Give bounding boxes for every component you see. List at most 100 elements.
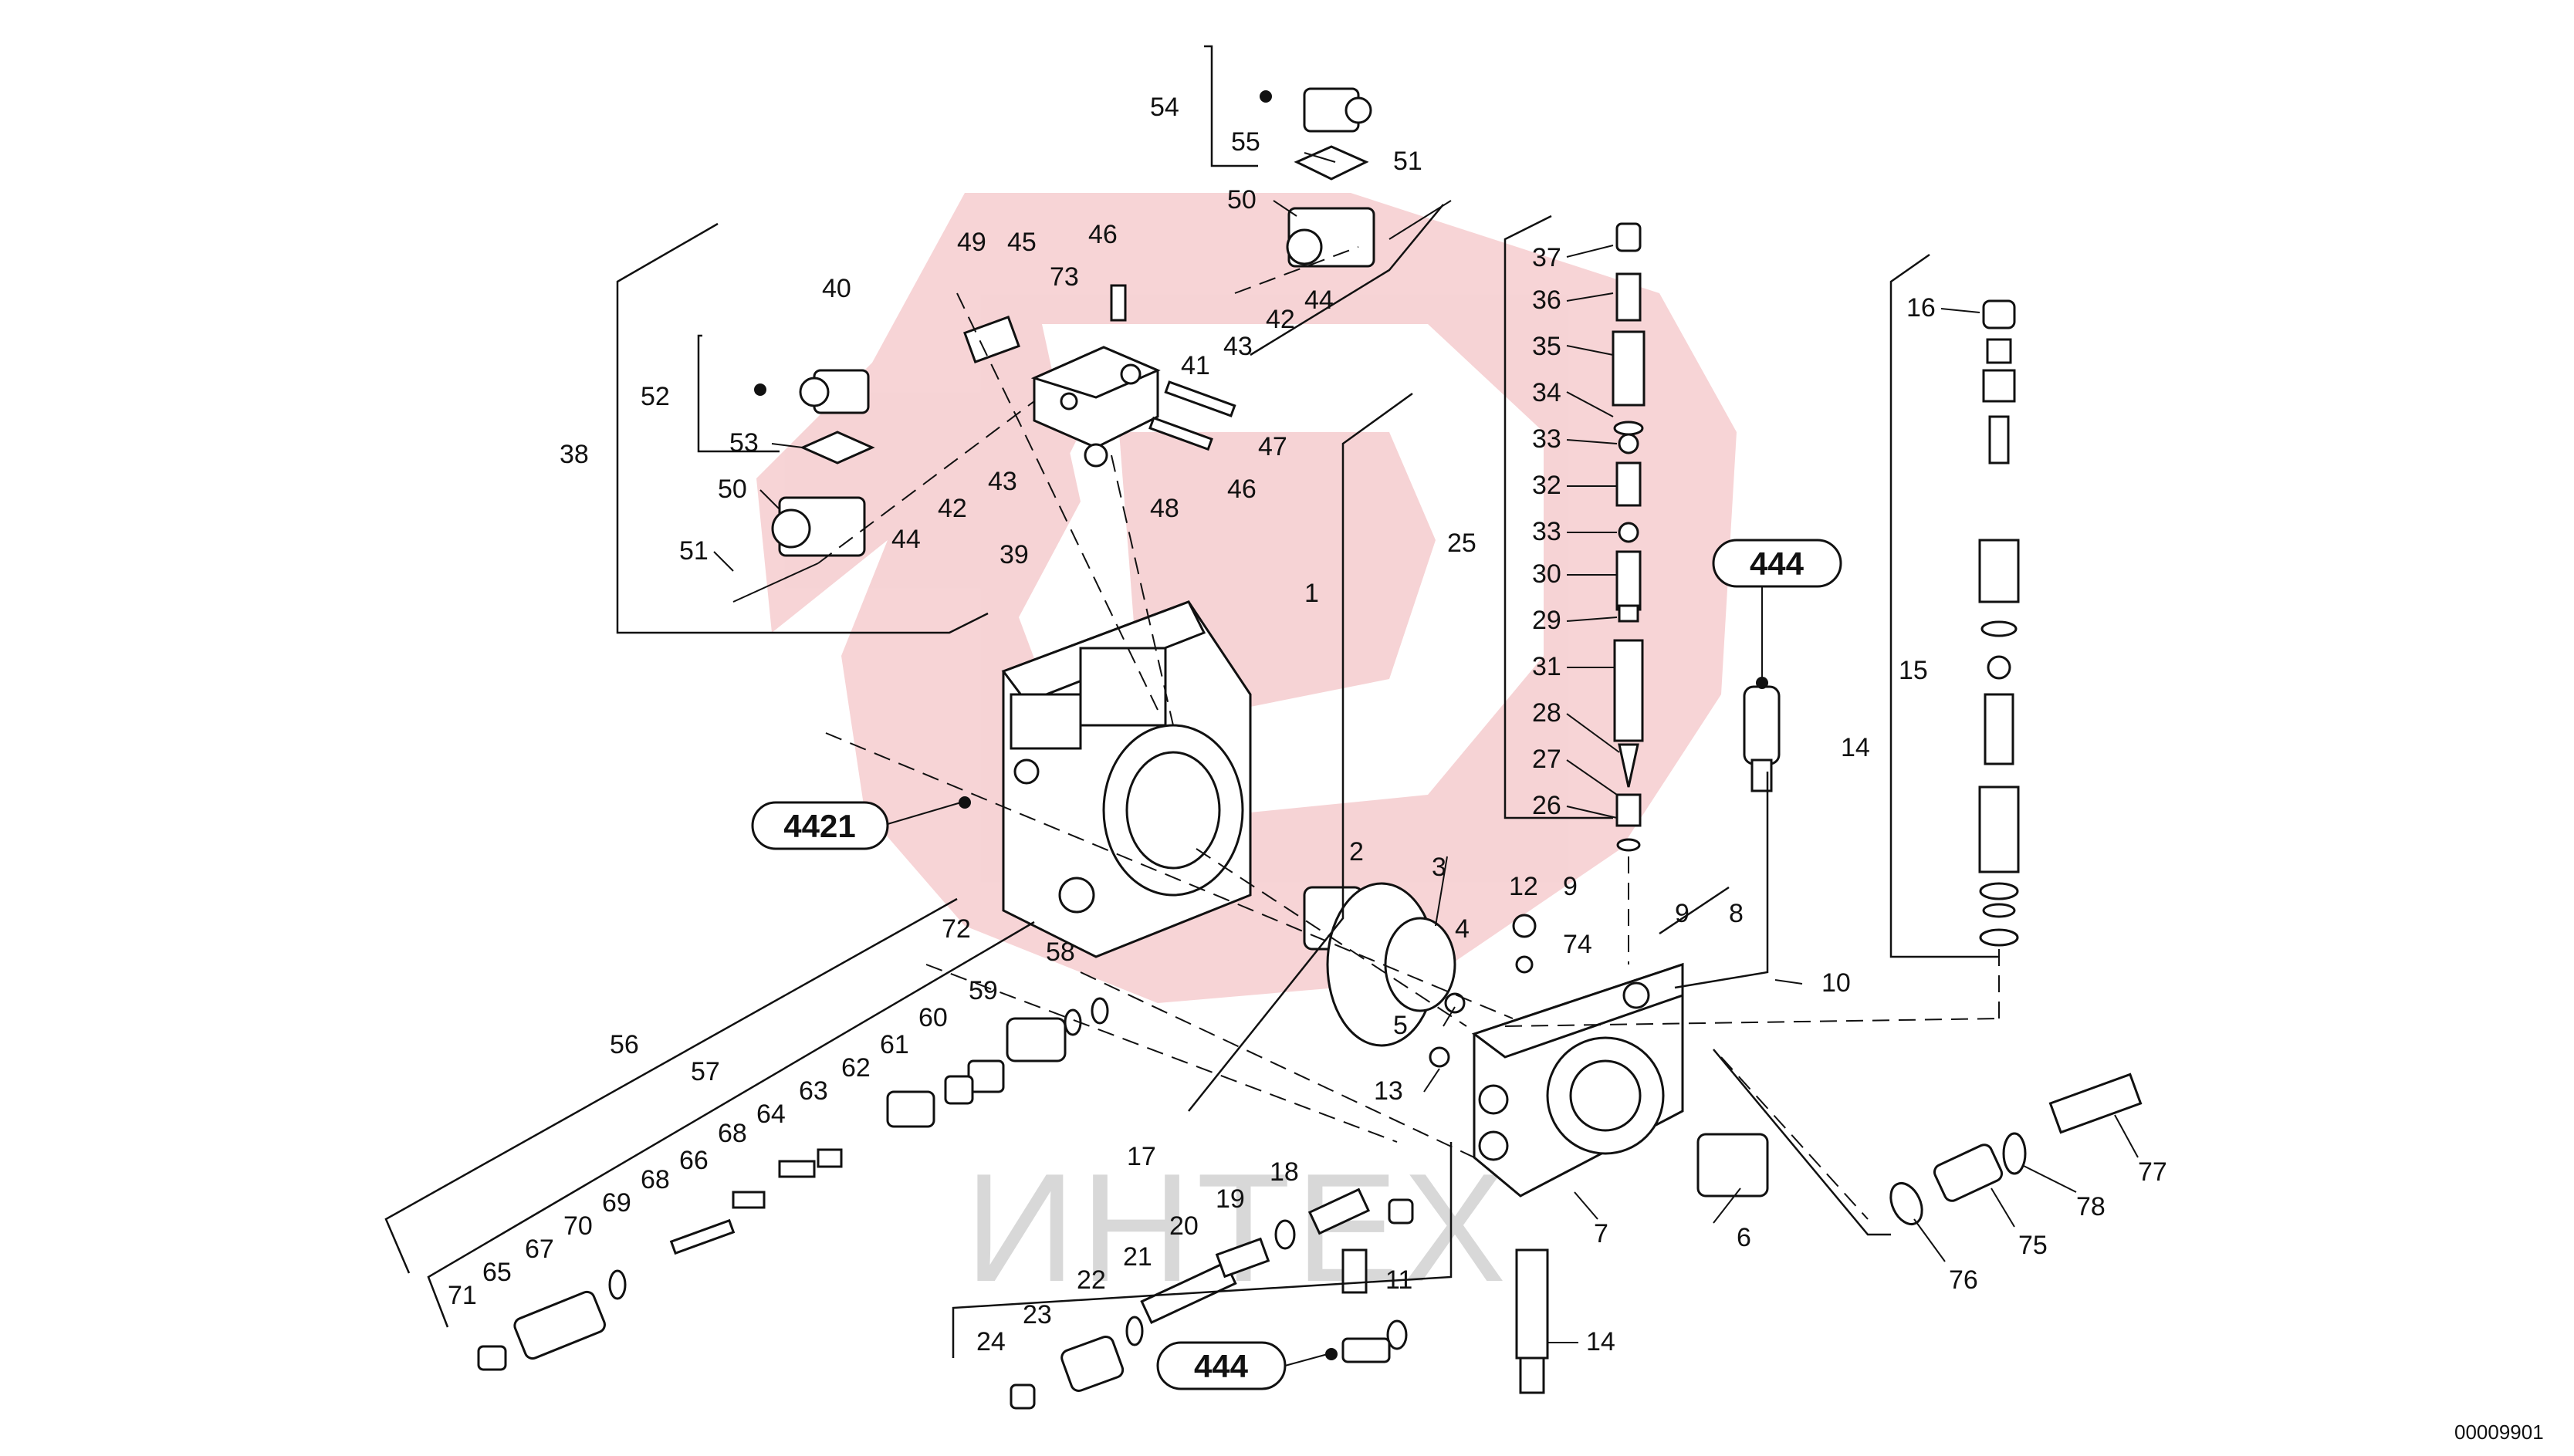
part-label-12[interactable]: 12 (1509, 872, 1538, 901)
part-label-17[interactable]: 17 (1127, 1142, 1156, 1171)
part-label-26[interactable]: 26 (1532, 791, 1561, 820)
part-label-58[interactable]: 58 (1046, 937, 1075, 967)
sensor-parts (1515, 677, 2143, 1394)
part-label-59[interactable]: 59 (969, 976, 998, 1005)
part-label-54[interactable]: 54 (1150, 93, 1179, 122)
part-label-16[interactable]: 16 (1906, 293, 1936, 323)
part-label-4[interactable]: 4 (1455, 914, 1470, 944)
part-label-31[interactable]: 31 (1532, 652, 1561, 681)
callout-444-bottom-label: 444 (1194, 1348, 1249, 1384)
part-label-70[interactable]: 70 (563, 1211, 593, 1241)
part-label-74[interactable]: 74 (1563, 930, 1592, 959)
part-label-27[interactable]: 27 (1532, 745, 1561, 774)
part-label-72[interactable]: 72 (942, 914, 971, 944)
callout-444-bottom[interactable]: 444 (1156, 1341, 1287, 1390)
part-label-71[interactable]: 71 (448, 1281, 477, 1310)
part-label-43a[interactable]: 43 (1223, 332, 1253, 361)
part-label-11[interactable]: 11 (1385, 1265, 1412, 1295)
part-label-2[interactable]: 2 (1349, 837, 1364, 867)
part-label-67[interactable]: 67 (525, 1235, 554, 1264)
part-label-55[interactable]: 55 (1231, 127, 1260, 157)
part-label-65[interactable]: 65 (482, 1258, 512, 1287)
part-label-46b[interactable]: 46 (1227, 475, 1257, 504)
part-label-25[interactable]: 25 (1447, 529, 1476, 558)
part-label-76[interactable]: 76 (1949, 1265, 1978, 1295)
part-label-3[interactable]: 3 (1432, 853, 1446, 882)
part-label-29[interactable]: 29 (1532, 606, 1561, 635)
part-label-14a[interactable]: 14 (1841, 733, 1870, 762)
part-label-15[interactable]: 15 (1899, 656, 1928, 685)
part-label-63[interactable]: 63 (799, 1076, 828, 1106)
part-label-19[interactable]: 19 (1216, 1184, 1245, 1214)
part-label-46a[interactable]: 46 (1088, 220, 1118, 249)
part-label-44a[interactable]: 44 (1304, 285, 1334, 315)
brackets (384, 45, 1999, 1358)
part-label-32[interactable]: 32 (1532, 471, 1561, 500)
part-label-24[interactable]: 24 (976, 1327, 1006, 1356)
part-label-61[interactable]: 61 (880, 1030, 909, 1059)
centerlines (817, 246, 2000, 1220)
part-label-68b[interactable]: 68 (641, 1165, 670, 1194)
part-label-42a[interactable]: 42 (1266, 305, 1295, 334)
part-label-9b[interactable]: 9 (1675, 899, 1690, 928)
part-label-21[interactable]: 21 (1123, 1242, 1152, 1272)
part-label-64[interactable]: 64 (756, 1100, 786, 1129)
part-label-18[interactable]: 18 (1270, 1157, 1299, 1187)
part-label-23[interactable]: 23 (1023, 1300, 1052, 1329)
part-label-37[interactable]: 37 (1532, 243, 1561, 272)
part-label-49[interactable]: 49 (957, 228, 986, 257)
part-label-20[interactable]: 20 (1169, 1211, 1199, 1241)
cylinder-parts (1303, 882, 1769, 1198)
part-label-6[interactable]: 6 (1737, 1223, 1751, 1252)
part-label-33a[interactable]: 33 (1532, 424, 1561, 454)
part-label-10[interactable]: 10 (1821, 968, 1851, 998)
part-label-57[interactable]: 57 (691, 1057, 720, 1086)
part-label-1[interactable]: 1 (1304, 579, 1319, 608)
part-label-36[interactable]: 36 (1532, 285, 1561, 315)
part-label-66[interactable]: 66 (679, 1146, 709, 1175)
valve-stack-56 (477, 997, 1109, 1371)
part-label-44b[interactable]: 44 (891, 525, 921, 554)
part-label-22[interactable]: 22 (1077, 1265, 1106, 1295)
part-label-33b[interactable]: 33 (1532, 517, 1561, 546)
part-label-50b[interactable]: 50 (718, 475, 747, 504)
part-label-41[interactable]: 41 (1181, 351, 1210, 380)
callout-4421[interactable]: 4421 (751, 801, 889, 850)
part-label-48[interactable]: 48 (1150, 494, 1179, 523)
part-label-68a[interactable]: 68 (718, 1119, 747, 1148)
part-label-34[interactable]: 34 (1532, 378, 1561, 407)
part-label-69[interactable]: 69 (602, 1188, 631, 1218)
part-label-77[interactable]: 77 (2138, 1157, 2167, 1187)
part-label-9a[interactable]: 9 (1563, 872, 1578, 901)
part-label-75[interactable]: 75 (2018, 1231, 2048, 1260)
part-label-35[interactable]: 35 (1532, 332, 1561, 361)
pump-housing (1001, 600, 1252, 958)
part-label-47[interactable]: 47 (1258, 432, 1287, 461)
part-label-62[interactable]: 62 (841, 1053, 871, 1083)
part-label-30[interactable]: 30 (1532, 559, 1561, 589)
part-label-60[interactable]: 60 (918, 1003, 948, 1032)
part-label-45[interactable]: 45 (1007, 228, 1037, 257)
part-label-52[interactable]: 52 (641, 382, 670, 411)
part-label-38[interactable]: 38 (560, 440, 589, 469)
part-label-5[interactable]: 5 (1393, 1011, 1408, 1040)
callout-444-top[interactable]: 444 (1712, 539, 1842, 588)
part-label-8[interactable]: 8 (1729, 899, 1744, 928)
part-label-73[interactable]: 73 (1050, 262, 1079, 292)
part-label-78[interactable]: 78 (2076, 1192, 2106, 1221)
part-label-28[interactable]: 28 (1532, 698, 1561, 728)
part-label-43b[interactable]: 43 (988, 467, 1017, 496)
part-label-7[interactable]: 7 (1594, 1219, 1608, 1248)
part-label-14b[interactable]: 14 (1586, 1327, 1615, 1356)
part-label-53[interactable]: 53 (729, 428, 759, 458)
part-label-40[interactable]: 40 (822, 274, 851, 303)
part-label-51b[interactable]: 51 (679, 536, 709, 566)
solenoid-left (732, 369, 875, 603)
part-label-56[interactable]: 56 (610, 1030, 639, 1059)
part-label-51a[interactable]: 51 (1393, 147, 1422, 176)
part-label-42b[interactable]: 42 (938, 494, 967, 523)
part-label-13[interactable]: 13 (1374, 1076, 1403, 1106)
part-label-50a[interactable]: 50 (1227, 185, 1257, 215)
part-label-39[interactable]: 39 (999, 540, 1029, 569)
